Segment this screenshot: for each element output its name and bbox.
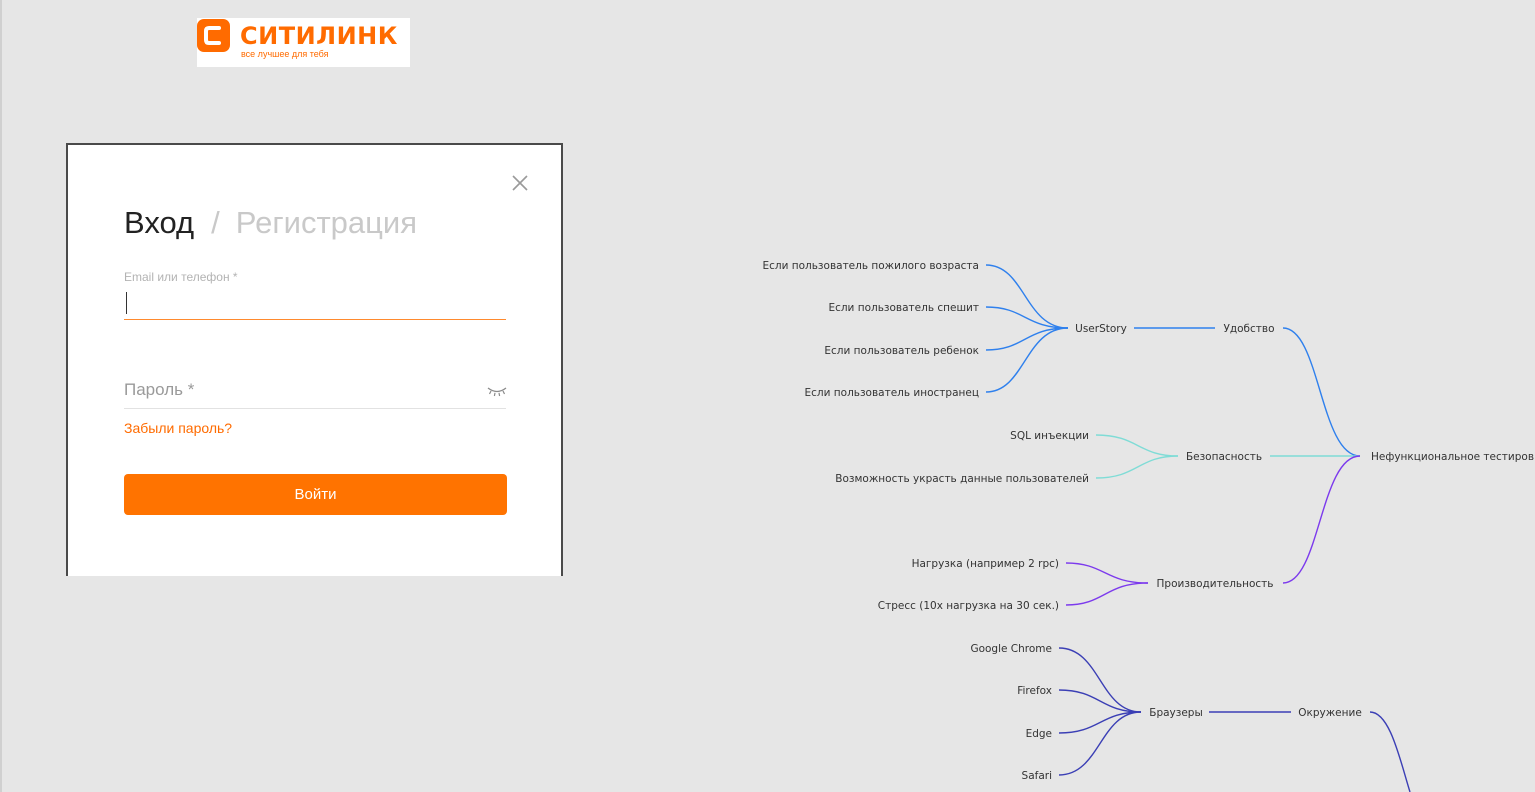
tab-login[interactable]: Вход [124,205,195,240]
edge-browsers-firefox [1058,689,1142,713]
node-sec-steal[interactable]: Возможность украсть данные пользователей [835,473,1089,485]
node-us-elderly[interactable]: Если пользователь пожилого возраста [762,260,979,272]
edge-root-environment [1369,711,1411,792]
login-modal: Вход / Регистрация Email или телефон * Заб… [66,143,563,576]
auth-tabs: Вход / Регистрация [124,203,417,243]
node-usability[interactable]: Удобство [1223,323,1274,335]
edge-browsers-chrome [1058,647,1142,713]
forgot-password-link[interactable]: Забыли пароль? [124,420,233,436]
node-userstory[interactable]: UserStory [1075,323,1127,335]
edge-browsers-safari [1058,711,1142,776]
node-br-safari[interactable]: Safari [1022,770,1052,782]
logo-name: СИТИЛИНК [240,22,398,50]
node-security[interactable]: Безопасность [1186,451,1262,463]
node-browsers[interactable]: Браузеры [1149,707,1203,719]
node-perf-load[interactable]: Нагрузка (например 2 rpc) [912,558,1059,570]
window-edge [0,0,2,792]
node-br-chrome[interactable]: Google Chrome [970,643,1052,655]
eye-closed-icon[interactable] [487,385,507,397]
tab-register[interactable]: Регистрация [235,205,417,240]
logo-tagline: все лучшее для тебя [241,49,329,59]
node-br-edge[interactable]: Edge [1026,728,1052,740]
node-us-child[interactable]: Если пользователь ребенок [824,345,979,357]
login-button[interactable]: Войти [124,474,507,515]
logo-mark-icon [197,19,230,52]
node-sec-sql[interactable]: SQL инъекции [1010,430,1089,442]
edge-userstory-hurry [985,306,1069,329]
edge-userstory-child [985,327,1069,351]
node-root[interactable]: Нефункциональное тестиров [1371,451,1534,463]
node-performance[interactable]: Производительность [1157,578,1274,590]
tab-separator: / [211,205,220,240]
citilink-logo[interactable]: СИТИЛИНК все лучшее для тебя [197,18,410,67]
node-perf-stress[interactable]: Стресс (10х нагрузка на 30 сек.) [878,600,1059,612]
edge-security-sql [1095,434,1179,457]
edge-performance-stress [1065,582,1149,606]
edge-userstory-foreigner [985,327,1069,393]
password-field[interactable] [124,372,506,409]
email-field[interactable] [124,285,506,320]
edge-userstory-elderly [985,264,1069,329]
node-us-hurry[interactable]: Если пользователь спешит [828,302,979,314]
text-cursor [126,292,127,314]
edge-root-usability [1282,327,1361,457]
edge-browsers-edge [1058,711,1142,734]
node-environment[interactable]: Окружение [1298,707,1362,719]
node-br-firefox[interactable]: Firefox [1017,685,1052,697]
edge-performance-load [1065,562,1149,584]
edge-root-performance [1282,455,1361,584]
email-field-label: Email или телефон * [124,270,238,284]
edge-security-steal [1095,455,1179,479]
node-us-foreigner[interactable]: Если пользователь иностранец [805,387,980,399]
close-icon[interactable] [510,173,530,193]
